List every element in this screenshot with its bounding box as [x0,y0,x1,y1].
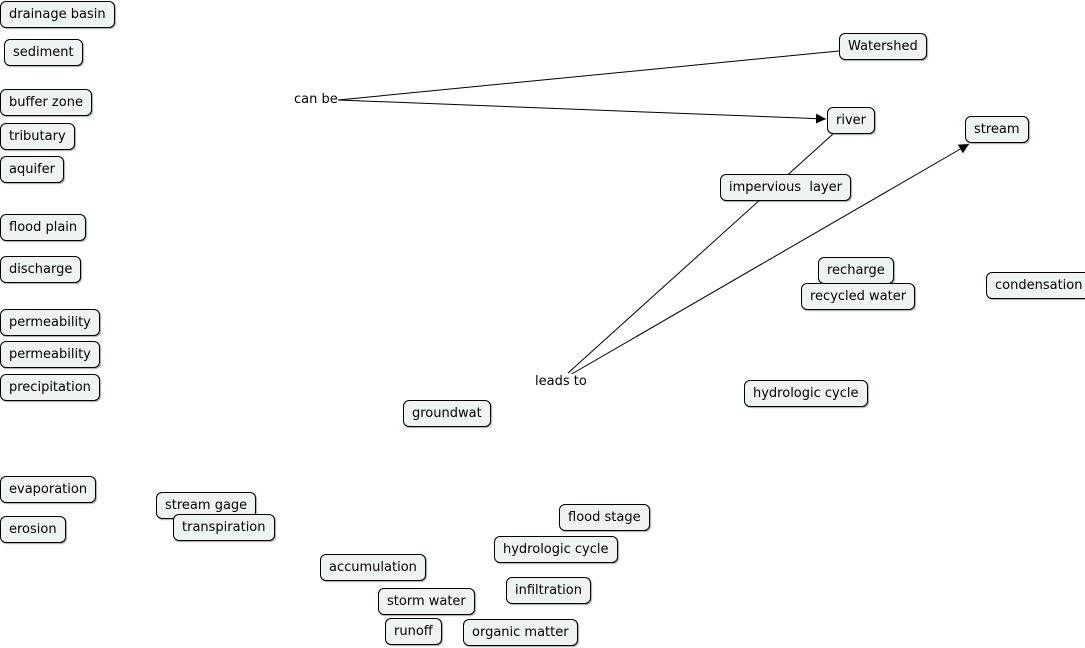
concept-buffer-zone[interactable]: buffer zone [0,89,92,116]
concept-transpiration[interactable]: transpiration [173,514,275,541]
concept-permeability-duplicate[interactable]: permeability [0,341,100,368]
edge-can-be-to-river [337,99,827,124]
concept-river[interactable]: river [827,107,875,134]
concept-permeability[interactable]: permeability [0,309,100,336]
concept-organic-matter[interactable]: organic matter [463,619,578,646]
concept-recharge[interactable]: recharge [818,257,894,284]
concept-tributary[interactable]: tributary [0,123,75,150]
linking-phrase-leads-to[interactable]: leads to [535,374,587,390]
linking-phrase-can-be[interactable]: can be [294,92,338,108]
concept-precipitation[interactable]: precipitation [0,374,100,401]
concept-recycled-water[interactable]: recycled water [801,283,916,310]
concept-accumulation[interactable]: accumulation [320,554,426,581]
concept-stream-gage[interactable]: stream gage [156,492,257,519]
edge-river-to-leads-to [567,133,834,374]
concept-flood-plain[interactable]: flood plain [0,214,87,241]
edge-leads-to-to-stream [569,143,970,376]
concept-watershed[interactable]: Watershed [839,33,927,60]
concept-erosion[interactable]: erosion [0,516,66,543]
concept-discharge[interactable]: discharge [0,256,82,283]
concept-stream[interactable]: stream [965,116,1029,143]
concept-impervious-layer[interactable]: impervious layer [720,174,852,201]
edge-watershed-to-can-be [337,50,840,101]
concept-condensation[interactable]: condensation [986,272,1085,299]
concept-drainage-basin[interactable]: drainage basin [0,1,115,28]
concept-infiltration[interactable]: infiltration [506,577,591,604]
concept-aquifer[interactable]: aquifer [0,156,64,183]
concept-runoff[interactable]: runoff [385,618,442,645]
concept-groundwater[interactable]: groundwat [403,400,491,427]
concept-hydrologic-cycle-lower[interactable]: hydrologic cycle [494,536,618,563]
concept-hydrologic-cycle[interactable]: hydrologic cycle [744,380,868,407]
concept-flood-stage[interactable]: flood stage [559,504,650,531]
concept-storm-water[interactable]: storm water [378,588,475,615]
concept-sediment[interactable]: sediment [4,39,83,66]
concept-evaporation[interactable]: evaporation [0,476,97,503]
